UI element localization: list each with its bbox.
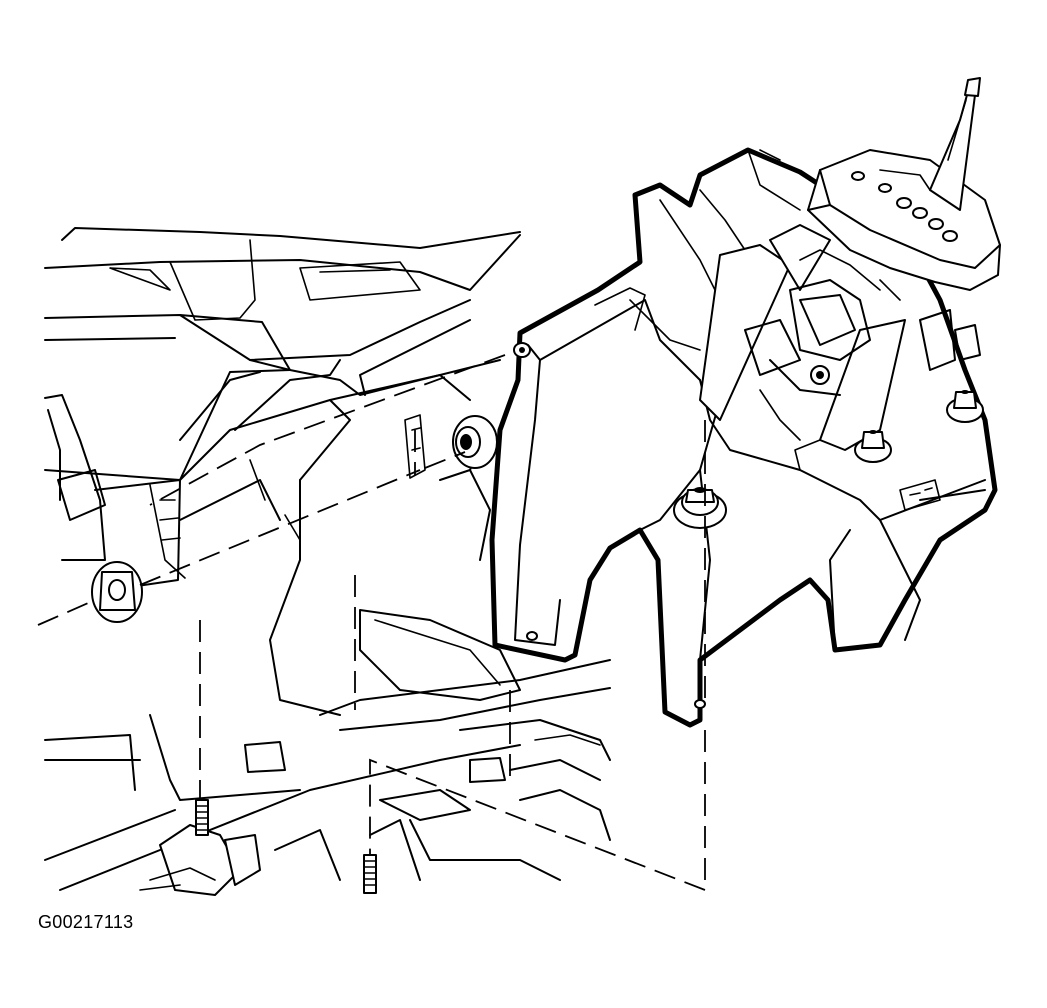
stud-bolt-left (195, 799, 209, 836)
mounting-nut-right-front (854, 430, 892, 463)
mounting-nut-right-rear (946, 390, 984, 423)
mounting-nut-center (673, 487, 727, 529)
shifter-assembly (489, 77, 1001, 728)
hex-nut-left (91, 561, 143, 623)
stud-bolt-center (363, 854, 377, 894)
vehicle-floor-structure (44, 227, 611, 896)
alignment-lines (37, 354, 706, 891)
hex-nut-upper (452, 415, 498, 469)
figure-id-label: G00217113 (38, 912, 134, 932)
